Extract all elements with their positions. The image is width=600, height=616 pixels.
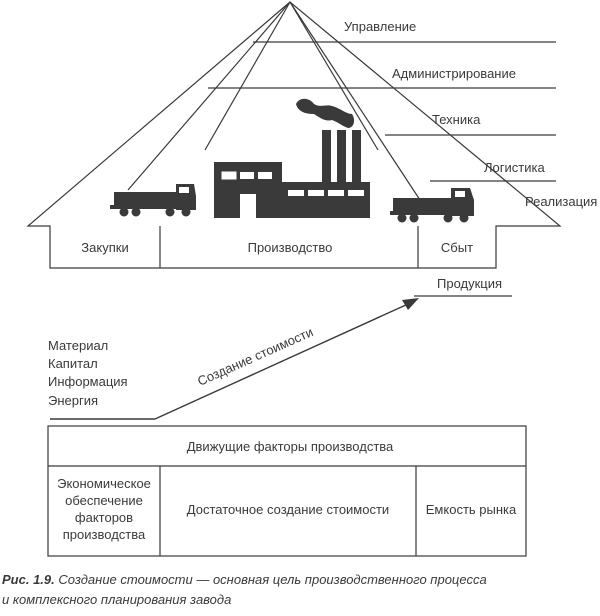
truck-icon: [110, 184, 196, 217]
factors-header: Движущие факторы производства: [187, 439, 394, 454]
chimney: [337, 130, 346, 182]
factory-door: [240, 194, 256, 218]
input-item: Капитал: [48, 356, 98, 371]
level-label-management: Управление: [344, 19, 416, 34]
process-purchasing: Закупки: [81, 240, 128, 255]
output-label: Продукция: [437, 276, 502, 291]
arrow-label: Создание стоимости: [195, 324, 315, 389]
chimney: [322, 130, 331, 182]
factory-icon: [214, 98, 370, 218]
caption-line-1: Создание стоимости — основная цель произ…: [58, 572, 487, 587]
process-production: Производство: [248, 240, 333, 255]
pyramid-ray: [127, 1, 291, 191]
figure-number: Рис. 1.9.: [2, 572, 55, 587]
input-item: Информация: [48, 374, 128, 389]
process-row: [159, 226, 419, 268]
factors-table: [47, 425, 527, 557]
process-sales: Сбыт: [441, 240, 473, 255]
pyramid-ray: [289, 1, 379, 151]
input-item: Энергия: [48, 393, 98, 408]
factor-line: факторов: [75, 510, 133, 525]
level-label-logistics: Логистика: [484, 160, 545, 175]
chimney: [352, 130, 361, 182]
pyramid-ray: [204, 1, 291, 151]
truck-icon: [390, 188, 474, 223]
caption-line-2: и комплексного планирования завода: [2, 592, 232, 607]
value-arrow: [50, 298, 419, 420]
factor-market-capacity: Емкость рынка: [426, 502, 517, 517]
level-label-sales: Реализация: [525, 194, 597, 209]
pyramid-outline: [26, 1, 562, 269]
level-label-administration: Администрирование: [392, 66, 516, 81]
pyramid-level-labels: Управление Администрирование Техника Лог…: [344, 19, 597, 209]
figure-caption: Рис. 1.9. Создание стоимости — основная …: [2, 570, 598, 610]
factor-line: обеспечение: [65, 493, 143, 508]
input-item: Материал: [48, 338, 108, 353]
arrow-head: [402, 298, 419, 310]
factor-line: Экономическое: [57, 476, 151, 491]
pyramid: [26, 1, 562, 269]
smoke-icon: [296, 98, 355, 128]
pyramid-ray: [289, 1, 421, 201]
factor-sufficient-value: Достаточное создание стоимости: [187, 502, 389, 517]
factor-economic-support: Экономическое обеспечение факторов произ…: [57, 476, 151, 542]
factor-line: производства: [63, 527, 146, 542]
factory-building-wing: [282, 182, 370, 218]
level-label-technology: Техника: [432, 112, 481, 127]
input-list: Материал Капитал Информация Энергия: [48, 338, 128, 408]
